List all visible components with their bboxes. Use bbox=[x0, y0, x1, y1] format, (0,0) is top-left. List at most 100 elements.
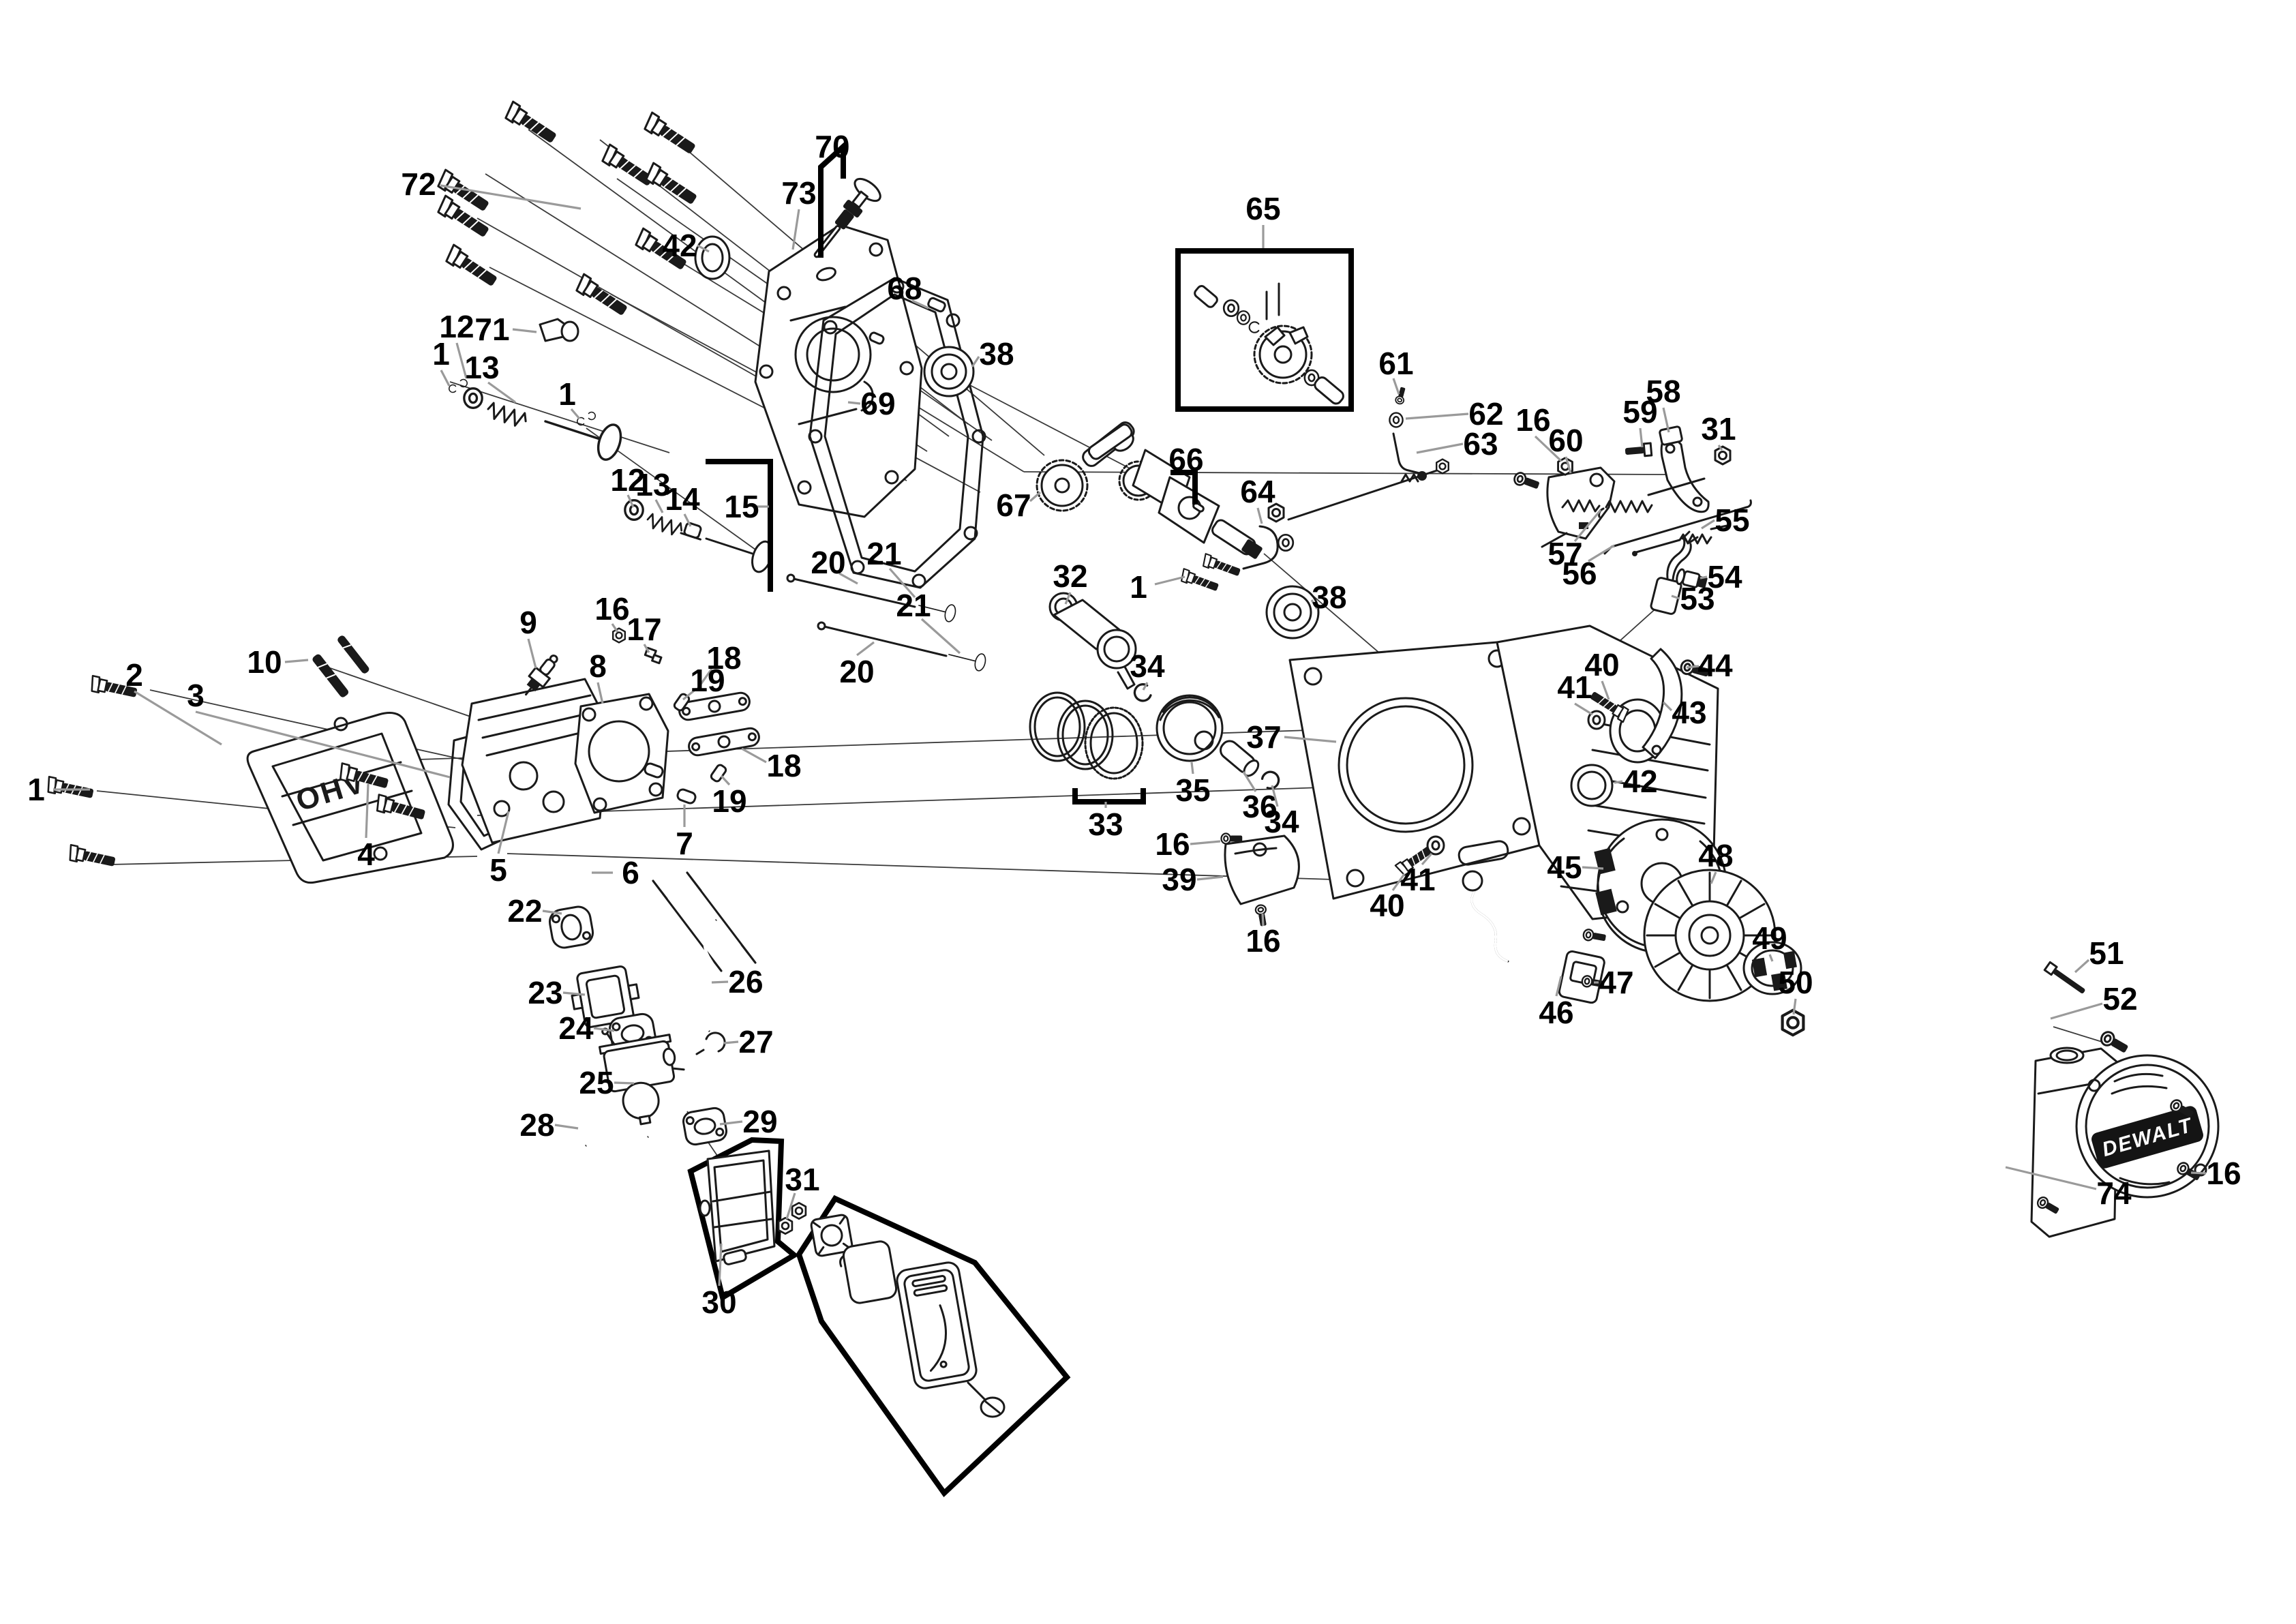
callout-leader-36 bbox=[1242, 771, 1257, 792]
callout-24: 24 bbox=[558, 1010, 594, 1046]
callout-13: 13 bbox=[635, 467, 670, 502]
governor-washer-2 bbox=[1389, 412, 1404, 428]
intake-gasket bbox=[548, 905, 594, 949]
callout-28: 28 bbox=[519, 1107, 554, 1143]
callout-8: 8 bbox=[589, 648, 607, 684]
callout-35: 35 bbox=[1175, 772, 1210, 808]
callout-10: 10 bbox=[247, 644, 282, 680]
callout-6: 6 bbox=[622, 855, 639, 890]
rocker-nut bbox=[612, 627, 626, 644]
valve-2 bbox=[700, 522, 776, 575]
governor-shaft-rod bbox=[1392, 432, 1427, 481]
governor-washer bbox=[1236, 310, 1251, 325]
connecting-rod bbox=[1048, 592, 1137, 690]
callout-52: 52 bbox=[2102, 981, 2137, 1017]
callout-27: 27 bbox=[738, 1024, 773, 1059]
callout-leader-1 bbox=[440, 370, 451, 387]
callout-leader-13 bbox=[487, 381, 516, 404]
muffler-guard bbox=[1642, 648, 1683, 760]
head-dowel-pins bbox=[644, 762, 697, 805]
crankcase-cover-gasket bbox=[808, 277, 986, 589]
drain-washer-2 bbox=[1426, 835, 1445, 856]
callout-leader-12 bbox=[455, 342, 468, 379]
ball-bearing-2 bbox=[1265, 585, 1320, 640]
callout-19: 19 bbox=[690, 663, 725, 698]
oil-deflector bbox=[1224, 834, 1300, 905]
callout-63: 63 bbox=[1463, 426, 1498, 462]
wrist-pin-clip bbox=[1131, 681, 1153, 704]
callout-leader-16 bbox=[1534, 435, 1562, 462]
callout-48: 48 bbox=[1698, 838, 1733, 873]
carb-insulator bbox=[571, 965, 640, 1028]
airbox-nut bbox=[777, 1216, 794, 1235]
callout-17: 17 bbox=[626, 612, 661, 647]
flange-bolt bbox=[1179, 568, 1221, 595]
callout-31: 31 bbox=[785, 1162, 819, 1197]
callout-3: 3 bbox=[187, 678, 205, 713]
valve-4 bbox=[946, 645, 988, 673]
callout-leader-34 bbox=[1142, 682, 1149, 691]
airbox-nut-2 bbox=[791, 1201, 807, 1220]
callout-leader-61 bbox=[1392, 378, 1400, 395]
callout-leader-19 bbox=[720, 775, 731, 786]
logo-band bbox=[2091, 1106, 2203, 1169]
head-stud bbox=[652, 871, 757, 972]
spark-plug bbox=[525, 655, 558, 696]
callout-12: 12 bbox=[610, 462, 645, 498]
callout-34: 34 bbox=[1130, 648, 1165, 684]
callout-leader-16 bbox=[611, 623, 619, 633]
flange-bolt bbox=[442, 243, 501, 290]
callout-60: 60 bbox=[1548, 423, 1583, 458]
callout-leader-21 bbox=[888, 567, 916, 599]
hose-clamp bbox=[695, 1032, 726, 1055]
callout-61: 61 bbox=[1378, 346, 1413, 381]
flange-bolt bbox=[1200, 553, 1243, 580]
callout-71: 71 bbox=[474, 312, 509, 347]
callout-leader-59 bbox=[1639, 427, 1644, 448]
callout-74: 74 bbox=[2096, 1175, 2132, 1211]
callout-30: 30 bbox=[701, 1284, 736, 1320]
callout-22: 22 bbox=[507, 893, 542, 929]
callout-67: 67 bbox=[996, 487, 1031, 523]
breather-tube bbox=[585, 1135, 649, 1147]
pipe-bolts bbox=[1179, 553, 1243, 595]
airbox-gasket bbox=[682, 1107, 727, 1146]
recoil-cover: DEWALT bbox=[2075, 1054, 2220, 1199]
callout-leader-60 bbox=[1565, 456, 1572, 474]
callout-21: 21 bbox=[896, 588, 931, 623]
governor-clip bbox=[1248, 321, 1260, 333]
callout-leader-57 bbox=[1573, 509, 1602, 543]
valve-spring bbox=[485, 401, 530, 430]
callout-44: 44 bbox=[1697, 648, 1733, 683]
throttle-control-bracket bbox=[1541, 466, 1616, 548]
callout-5: 5 bbox=[489, 852, 507, 888]
callout-40: 40 bbox=[1370, 888, 1404, 923]
callout-50: 50 bbox=[1778, 965, 1813, 1000]
callout-leader-38 bbox=[971, 356, 980, 367]
callout-leader-40 bbox=[1391, 873, 1406, 891]
callout-leader-62 bbox=[1405, 412, 1469, 420]
callout-70: 70 bbox=[815, 129, 849, 164]
callout-leader-23 bbox=[562, 991, 586, 996]
callout-leader-10 bbox=[284, 659, 309, 663]
callout-leader-56 bbox=[1588, 544, 1615, 562]
callout-4: 4 bbox=[357, 837, 375, 872]
callout-1: 1 bbox=[27, 772, 45, 807]
cover-bolt-set bbox=[434, 100, 701, 320]
callout-20: 20 bbox=[839, 654, 874, 689]
callout-51: 51 bbox=[2089, 935, 2124, 971]
starter-cup bbox=[1742, 941, 1802, 995]
callout-2: 2 bbox=[125, 657, 143, 693]
callout-leader-67 bbox=[1029, 491, 1042, 502]
crankshaft bbox=[1087, 423, 1263, 559]
flange-bolt bbox=[642, 162, 701, 209]
callout-layer: 7242737068386967656664616263166059583155… bbox=[27, 129, 2241, 1320]
callout-leader-27 bbox=[723, 1040, 739, 1044]
callout-18: 18 bbox=[706, 640, 741, 676]
crankcase-breather-valve bbox=[539, 318, 579, 342]
callout-leader-22 bbox=[542, 909, 562, 915]
valve-cover: OHV bbox=[246, 712, 454, 884]
callout-bracket-66 bbox=[1170, 470, 1198, 505]
